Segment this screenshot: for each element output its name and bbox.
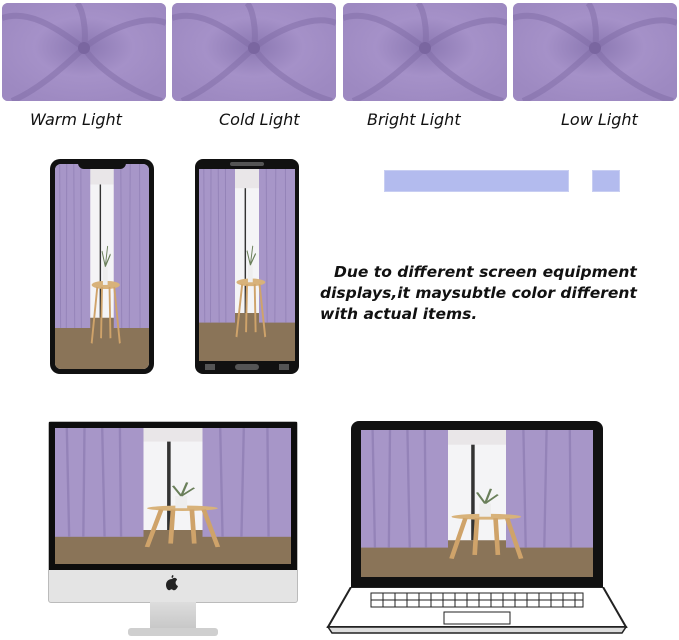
note-line-2: displays,it maysubtle color different [320,284,637,302]
label-low-light: Low Light [561,110,638,129]
laptop-keyboard-base [326,586,628,635]
laptop-device [351,421,603,587]
swatch-bright-light [343,3,507,101]
color-bar-wide [384,170,569,192]
disclaimer-note: Due to different screen equipment displa… [320,262,650,325]
label-bright-light: Bright Light [367,110,461,129]
color-bar-small [592,170,620,192]
label-warm-light: Warm Light [30,110,122,129]
apple-logo-icon [165,575,179,591]
monitor-stand [150,602,196,628]
note-line-1: Due to different screen equipment [334,263,637,281]
phone-android-device [195,159,299,374]
phone-notch-device [50,159,154,374]
swatch-warm-light [2,3,166,101]
swatch-low-light [513,3,677,101]
swatch-cold-light [172,3,336,101]
phone-notch [78,161,126,169]
monitor-base [128,628,218,636]
label-cold-light: Cold Light [219,110,300,129]
note-line-3: with actual items. [320,305,478,323]
desktop-monitor [48,421,298,603]
